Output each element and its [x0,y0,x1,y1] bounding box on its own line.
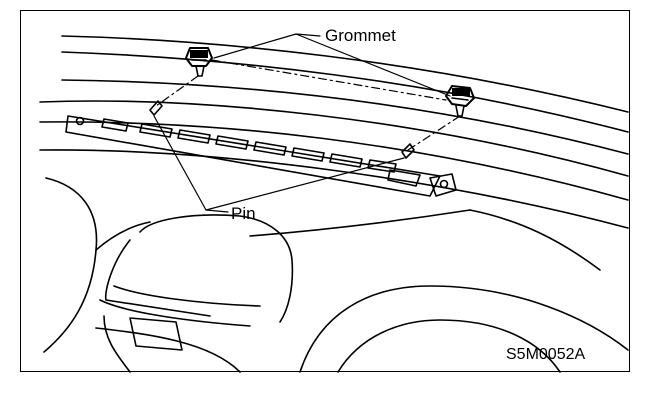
dashboard-top-curves [39,35,629,229]
pin-right [401,143,415,159]
grommet-left [185,47,213,77]
lower-dashboard [43,177,629,373]
defroster-vent-strip [65,115,457,197]
assembly-guide-lines [155,59,461,151]
figure-code: S5M0052A [506,346,586,363]
pin-left [149,100,163,116]
grommet-leader-lines [213,33,451,97]
pin-label: Pin [231,204,256,223]
grommet-right [445,85,475,117]
grommet-label: Grommet [325,26,396,45]
diagram-frame [20,10,630,372]
pin-leader-lines [153,115,405,213]
